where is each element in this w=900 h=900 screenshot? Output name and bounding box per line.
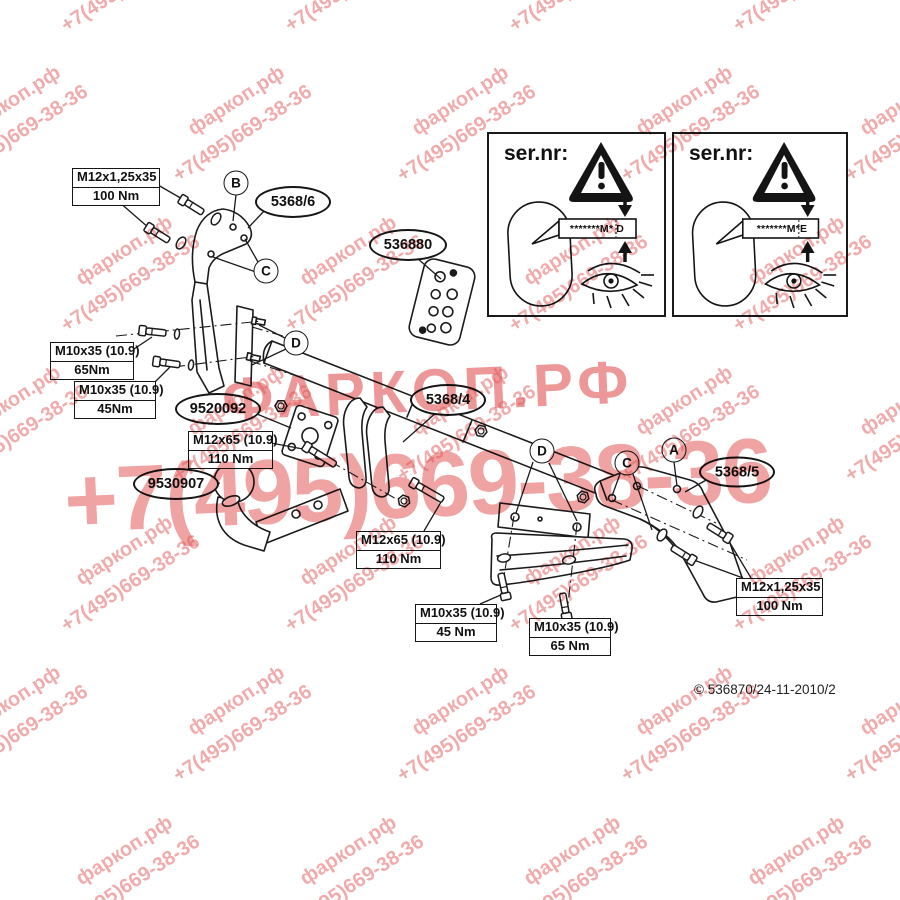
torque-label-m12x125x35-top: M12x1,25x35 100 Nm bbox=[72, 168, 160, 207]
serial-number-box-d: ser.nr: *******M* D bbox=[487, 132, 666, 317]
plate-oval bbox=[691, 201, 757, 307]
ref-circle-c-right: C bbox=[614, 450, 640, 476]
part-number-5368-4: 5368/4 bbox=[410, 384, 486, 416]
arrow-down-icon bbox=[618, 205, 632, 217]
torque-label-m10x35-45-bottom: M10x35 (10.9) 45 Nm bbox=[415, 604, 505, 643]
eye-icon bbox=[580, 262, 654, 309]
part-number-9520092: 9520092 bbox=[175, 393, 261, 425]
torque-value: 45Nm bbox=[97, 400, 133, 416]
bumper-plate bbox=[490, 532, 633, 586]
hardware-kit-536880 bbox=[408, 258, 476, 346]
torque-label-m10x35-45: M10x35 (10.9) 45Nm bbox=[74, 381, 164, 420]
torque-value: 100 Nm bbox=[756, 597, 803, 613]
ref-circle-a: A bbox=[661, 437, 687, 463]
arrow-up-icon bbox=[800, 241, 815, 253]
part-number-5368-6: 5368/6 bbox=[255, 186, 331, 218]
hanger-straps bbox=[342, 397, 391, 498]
pointer-tail bbox=[715, 219, 744, 245]
bolt-size: M12x65 (10.9) bbox=[189, 432, 278, 451]
ref-circle-d-left: D bbox=[283, 330, 309, 356]
towball-9530907 bbox=[213, 461, 349, 552]
torque-label-m10x35-65: M10x35 (10.9) 65Nm bbox=[50, 342, 140, 381]
ref-circle-b: B bbox=[223, 170, 249, 196]
bolt-size: M12x1,25x35 bbox=[737, 579, 822, 598]
torque-value: 65Nm bbox=[74, 361, 110, 377]
torque-value: 110 Nm bbox=[207, 450, 254, 466]
plate-oval bbox=[507, 201, 573, 307]
part-number-536880: 536880 bbox=[369, 229, 447, 261]
ref-circle-c-left: C bbox=[253, 258, 279, 284]
part-number-5368-5: 5368/5 bbox=[699, 456, 775, 488]
bolt-size: M10x35 (10.9) bbox=[75, 382, 164, 401]
bolt-size: M10x35 (10.9) bbox=[530, 619, 619, 638]
serial-strip bbox=[742, 218, 820, 239]
pointer-tail bbox=[531, 219, 560, 245]
ser-nr-label: ser.nr: bbox=[504, 142, 569, 165]
torque-value: 45 Nm bbox=[436, 623, 476, 639]
torque-label-m12x65-left: M12x65 (10.9) 110 Nm bbox=[188, 431, 278, 470]
bolt-size: M12x65 (10.9) bbox=[357, 532, 446, 551]
bolt-size: M10x35 (10.9) bbox=[51, 343, 140, 362]
serial-strip-text: *******M* D bbox=[569, 222, 625, 235]
torque-label-m12x65-center: M12x65 (10.9) 110 Nm bbox=[356, 531, 446, 570]
fasteners bbox=[137, 193, 735, 622]
torque-value: 110 Nm bbox=[375, 550, 422, 566]
leader-lines bbox=[117, 184, 752, 619]
ref-circle-d-right: D bbox=[529, 438, 555, 464]
serial-instruction-graphic bbox=[691, 142, 837, 309]
bolt-size: M10x35 (10.9) bbox=[416, 605, 505, 624]
arrow-up-icon bbox=[618, 241, 632, 253]
serial-strip-text: *******M*E bbox=[756, 222, 808, 235]
serial-strip bbox=[558, 218, 637, 239]
ser-nr-label: ser.nr: bbox=[689, 142, 754, 165]
torque-value: 65 Nm bbox=[550, 637, 590, 653]
torque-value: 100 Nm bbox=[92, 187, 140, 203]
bolt-size: M12x1,25x35 bbox=[73, 169, 159, 188]
torque-label-m10x35-65-bottom: M10x35 (10.9) 65 Nm bbox=[529, 618, 619, 657]
serial-number-box-e: ser.nr: *******M*E bbox=[672, 132, 848, 317]
part-number-9530907: 9530907 bbox=[133, 468, 219, 500]
side-mount-plate bbox=[234, 305, 267, 387]
arrow-down-icon bbox=[800, 205, 815, 217]
copyright-revision-text: © 536870/24-11-2010/2 bbox=[694, 682, 836, 697]
eye-icon bbox=[763, 262, 837, 309]
serial-instruction-graphic bbox=[507, 142, 654, 309]
torque-label-m12x125x35-right: M12x1,25x35 100 Nm bbox=[736, 578, 823, 617]
bracket-5368-6 bbox=[191, 208, 253, 394]
